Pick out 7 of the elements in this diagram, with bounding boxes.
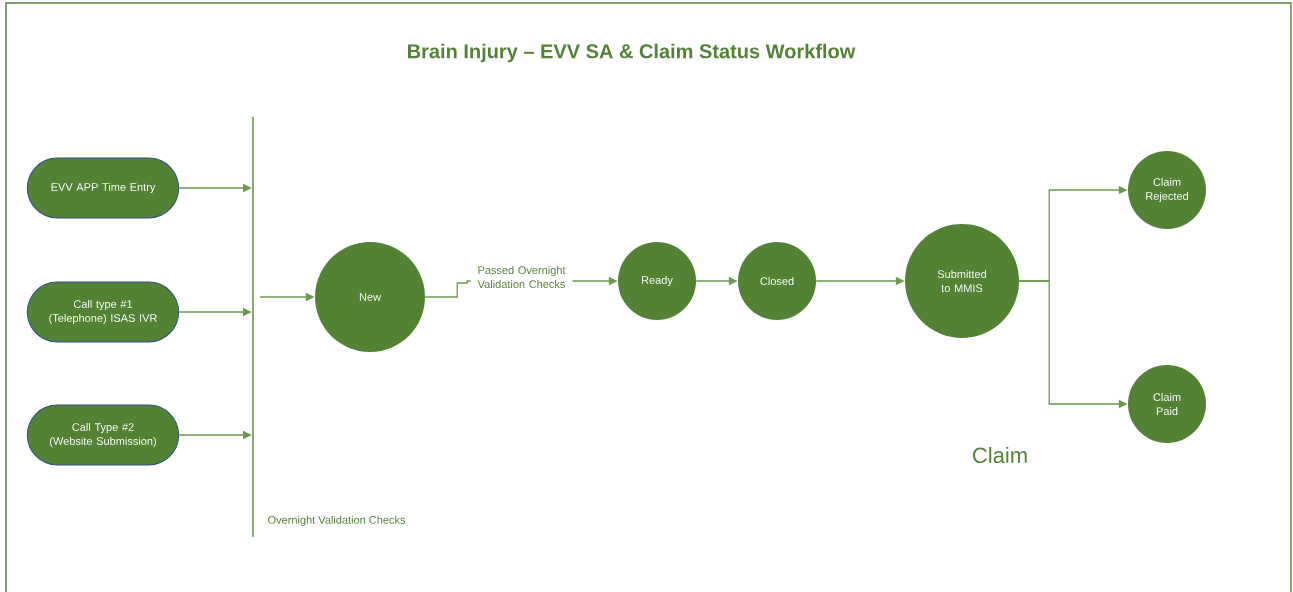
terminal-box: Call type #1 (Telephone) ISAS IVR [26,281,180,343]
bar-caption: Overnight Validation Checks [268,515,406,526]
title: Brain Injury – EVV SA & Claim Status Workflow [408,43,856,63]
section-label: Claim [973,446,1027,464]
terminal-box: Call Type #2 (Website Submission) [26,404,180,466]
edge-label: Passed Overnight Validation Checks [470,264,573,290]
terminal-box: EVV APP Time Entry [26,157,180,219]
